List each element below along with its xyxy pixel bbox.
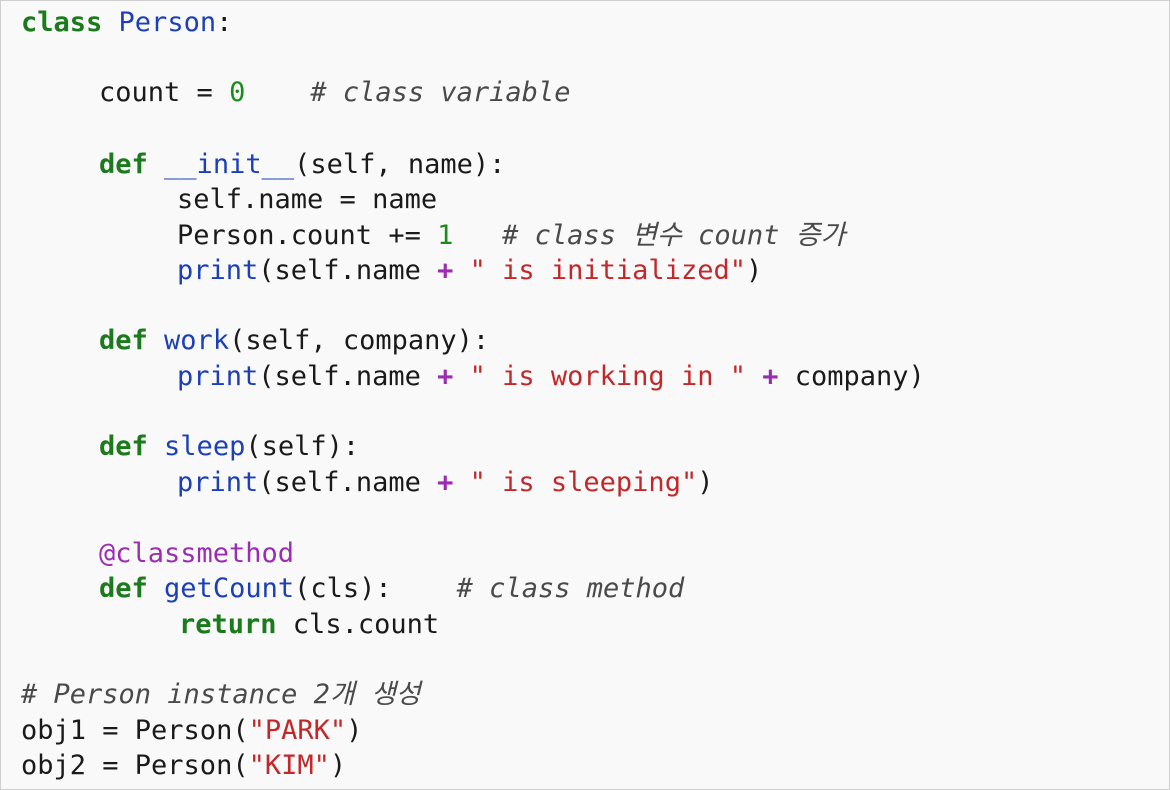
string-kim: "KIM" xyxy=(248,750,330,781)
number-zero: 0 xyxy=(229,77,246,108)
plus-operator: + xyxy=(437,255,454,286)
work-args: (self, company): xyxy=(229,325,490,356)
builtin-print: print xyxy=(177,467,259,498)
code-line-decorator: @classmethod xyxy=(99,536,294,572)
code-line-count-increment: Person.count += 1 # class 변수 count 증가 xyxy=(177,218,845,254)
keyword-def: def xyxy=(99,325,148,356)
code-line-sleep-def: def sleep(self): xyxy=(99,429,359,465)
sleep-args: (self): xyxy=(245,431,360,462)
keyword-def: def xyxy=(99,573,148,604)
init-args: (self, name): xyxy=(294,149,506,180)
code-line-print-sleeping: print(self.name + " is sleeping") xyxy=(177,465,713,501)
print-args-start: (self.name xyxy=(258,361,438,392)
code-line-obj1: obj1 = Person("PARK") xyxy=(21,713,362,749)
var-count: count xyxy=(99,77,181,108)
comment-class-variable: # class variable xyxy=(310,77,571,108)
colon: : xyxy=(216,7,233,38)
class-name: Person xyxy=(118,7,217,38)
assign-self-name: self.name = name xyxy=(177,184,438,215)
keyword-return: return xyxy=(179,609,277,640)
comment-count-increase: # class 변수 count 증가 xyxy=(502,220,846,251)
builtin-print: print xyxy=(177,255,259,286)
plus-operator: + xyxy=(437,361,454,392)
code-line-print-working: print(self.name + " is working in " + co… xyxy=(177,359,925,395)
keyword-class: class xyxy=(21,7,103,38)
print-args-end: company) xyxy=(778,361,925,392)
string-working-in: " is working in " xyxy=(469,361,746,392)
number-one: 1 xyxy=(437,220,454,251)
close-paren: ) xyxy=(697,467,714,498)
function-name-init: __init__ xyxy=(164,149,295,180)
code-line-class-def: class Person: xyxy=(21,5,232,41)
code-line-getcount-def: def getCount(cls): # class method xyxy=(99,571,684,607)
code-line-count: count = 0 # class variable xyxy=(99,75,570,111)
keyword-def: def xyxy=(99,149,148,180)
plus-operator: + xyxy=(437,467,454,498)
close-paren: ) xyxy=(346,715,363,746)
print-args-start: (self.name xyxy=(258,467,438,498)
string-initialized: " is initialized" xyxy=(469,255,746,286)
obj2-assign: obj2 = Person( xyxy=(21,750,249,781)
function-name-getcount: getCount xyxy=(164,573,295,604)
code-line-work-def: def work(self, company): xyxy=(99,323,489,359)
code-line-self-name: self.name = name xyxy=(177,182,437,218)
string-park: "PARK" xyxy=(248,715,347,746)
comment-create-instances: # Person instance 2개 생성 xyxy=(21,679,421,710)
close-paren: ) xyxy=(329,750,347,781)
string-sleeping: " is sleeping" xyxy=(469,467,698,498)
count-increment-expr: Person.count += xyxy=(177,220,438,251)
code-line-comment-instances: # Person instance 2개 생성 xyxy=(21,677,421,713)
keyword-def: def xyxy=(99,431,148,462)
getcount-args: (cls): xyxy=(294,573,392,604)
function-name-sleep: sleep xyxy=(164,431,246,462)
code-line-init-def: def __init__(self, name): xyxy=(99,147,505,183)
assign-op: = xyxy=(180,77,230,108)
plus-operator: + xyxy=(762,361,779,392)
function-name-work: work xyxy=(164,325,230,356)
comment-class-method: # class method xyxy=(456,573,685,604)
close-paren: ) xyxy=(745,255,763,286)
builtin-print: print xyxy=(177,361,259,392)
code-line-return: return cls.count xyxy=(179,607,439,643)
print-args-start: (self.name xyxy=(258,255,438,286)
code-line-print-initialized: print(self.name + " is initialized") xyxy=(177,253,762,289)
obj1-assign: obj1 = Person( xyxy=(21,715,249,746)
return-expr: cls.count xyxy=(276,609,440,640)
decorator-classmethod: @classmethod xyxy=(99,538,295,569)
code-line-obj2: obj2 = Person("KIM") xyxy=(21,748,346,784)
